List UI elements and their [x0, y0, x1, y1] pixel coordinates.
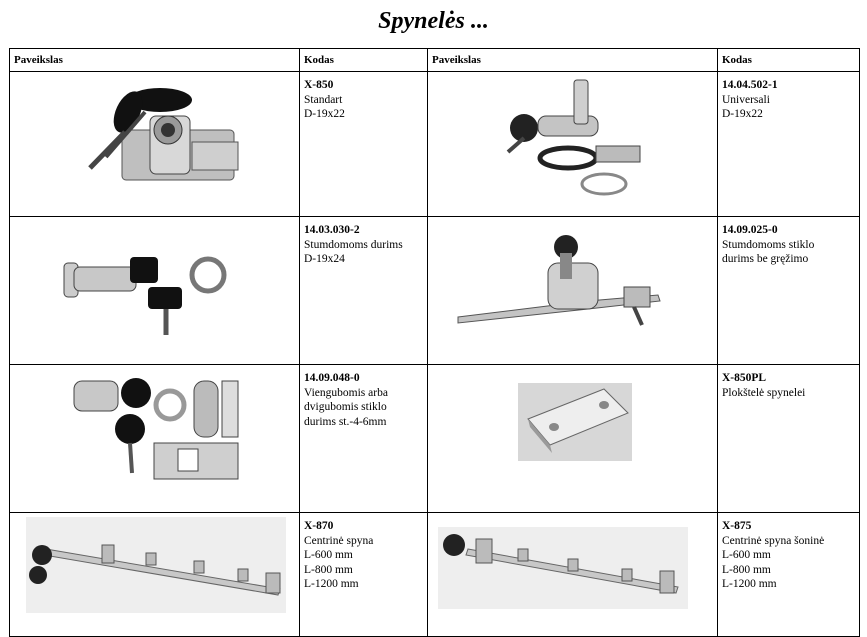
product-code: 14.09.048-0: [304, 372, 360, 384]
product-desc-line: Stumdomoms stiklo: [722, 238, 815, 251]
desk-lock-image: [88, 88, 239, 181]
product-code: X-850PL: [722, 372, 767, 384]
product-desc-line: D-19x24: [304, 253, 345, 265]
code-cell: X-850 Standart D-19x22: [299, 71, 428, 217]
header-code: Kodas: [717, 48, 860, 72]
product-desc-line: Standart: [304, 93, 343, 106]
product-desc-line: Plokštelė spynelei: [722, 386, 806, 399]
code-cell: 14.03.030-2 Stumdomoms durims D-19x24: [299, 216, 428, 365]
image-cell: [9, 71, 300, 217]
glass-door-lock-kit-image: [73, 378, 239, 480]
header-code: Kodas: [299, 48, 428, 72]
product-desc-line: D-19x22: [722, 108, 763, 120]
image-cell: [427, 512, 718, 637]
code-cell: 14.09.025-0 Stumdomoms stiklo durims be …: [717, 216, 860, 365]
code-cell: 14.09.048-0 Viengubomis arba dvigubomis …: [299, 364, 428, 513]
product-desc-line: durims st.-4-6mm: [304, 415, 387, 428]
code-cell: 14.04.502-1 Universali D-19x22: [717, 71, 860, 217]
product-desc-line: dvigubomis stiklo: [304, 401, 387, 413]
product-desc-line: L-600 mm: [304, 549, 353, 561]
product-code: X-870: [304, 520, 334, 532]
sliding-door-lock-image: [63, 256, 227, 335]
table-row: 14.03.030-2 Stumdomoms durims D-19x24 14…: [9, 216, 860, 365]
product-desc-line: Viengubomis arba: [304, 386, 388, 399]
image-cell: [9, 216, 300, 365]
product-desc-line: L-600 mm: [722, 549, 771, 561]
code-cell: X-870 Centrinė spyna L-600 mm L-800 mm L…: [299, 512, 428, 637]
product-desc-line: Stumdomoms durims: [304, 238, 403, 251]
header-picture: Paveikslas: [9, 48, 300, 72]
cam-lock-kit-image: [506, 79, 641, 196]
image-cell: [9, 512, 300, 637]
product-desc-line: L-1200 mm: [304, 578, 359, 590]
product-table: Paveikslas Kodas Paveikslas Kodas X-850 …: [9, 48, 860, 637]
product-desc-line: Universali: [722, 93, 770, 106]
image-cell: [427, 364, 718, 513]
glass-sliding-lock-image: [457, 235, 661, 326]
product-code: X-875: [722, 520, 752, 532]
product-desc-line: Centrinė spyna šoninė: [722, 534, 825, 547]
product-desc-line: L-800 mm: [304, 563, 353, 576]
side-central-lock-image: [438, 527, 688, 609]
product-desc-line: L-800 mm: [722, 563, 771, 576]
product-desc-line: durims be gręžimo: [722, 253, 809, 265]
code-cell: X-875 Centrinė spyna šoninė L-600 mm L-8…: [717, 512, 860, 637]
product-code: 14.04.502-1: [722, 79, 778, 91]
product-desc-line: D-19x22: [304, 108, 345, 120]
product-desc-line: Centrinė spyna: [304, 534, 374, 547]
table-row: X-870 Centrinė spyna L-600 mm L-800 mm L…: [9, 512, 860, 637]
image-cell: [9, 364, 300, 513]
image-cell: [427, 71, 718, 217]
product-code: 14.09.025-0: [722, 224, 778, 236]
table-row: X-850 Standart D-19x22 14.04.502-1 Unive…: [9, 71, 860, 217]
product-code: X-850: [304, 79, 334, 91]
code-cell: X-850PL Plokštelė spynelei: [717, 364, 860, 513]
central-lock-image: [26, 517, 286, 613]
table-row: 14.09.048-0 Viengubomis arba dvigubomis …: [9, 364, 860, 513]
table-header-row: Paveikslas Kodas Paveikslas Kodas: [9, 48, 860, 72]
lock-plate-image: [518, 383, 632, 461]
product-code: 14.03.030-2: [304, 224, 360, 236]
page-title: Spynelės ...: [378, 8, 489, 34]
header-picture: Paveikslas: [427, 48, 718, 72]
image-cell: [427, 216, 718, 365]
product-desc-line: L-1200 mm: [722, 578, 777, 590]
